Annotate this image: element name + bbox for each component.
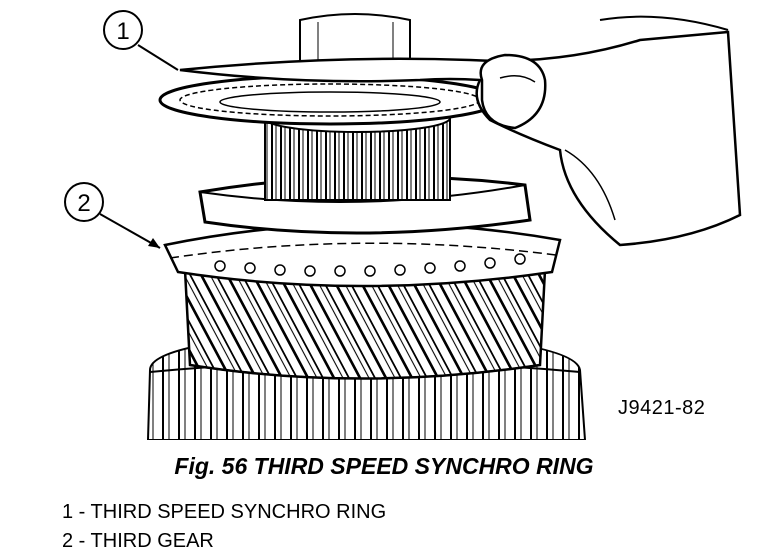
figure-id: J9421-82 (618, 397, 706, 419)
synchro-ring-illustration: 1 2 (64, 10, 742, 440)
legend-item: 1 - THIRD SPEED SYNCHRO RING (62, 501, 387, 523)
callout-2: 2 (64, 182, 161, 249)
hand (179, 15, 742, 247)
legend-item: 2 - THIRD GEAR (62, 530, 214, 552)
callout-2-label: 2 (77, 190, 90, 217)
figure-caption: Fig. 56 THIRD SPEED SYNCHRO RING (174, 453, 594, 479)
synchro-ring (158, 74, 502, 126)
callout-1: 1 (103, 10, 179, 71)
legend: 1 - THIRD SPEED SYNCHRO RING 2 - THIRD G… (62, 498, 386, 556)
third-gear (163, 222, 562, 380)
callout-1-label: 1 (116, 18, 129, 45)
